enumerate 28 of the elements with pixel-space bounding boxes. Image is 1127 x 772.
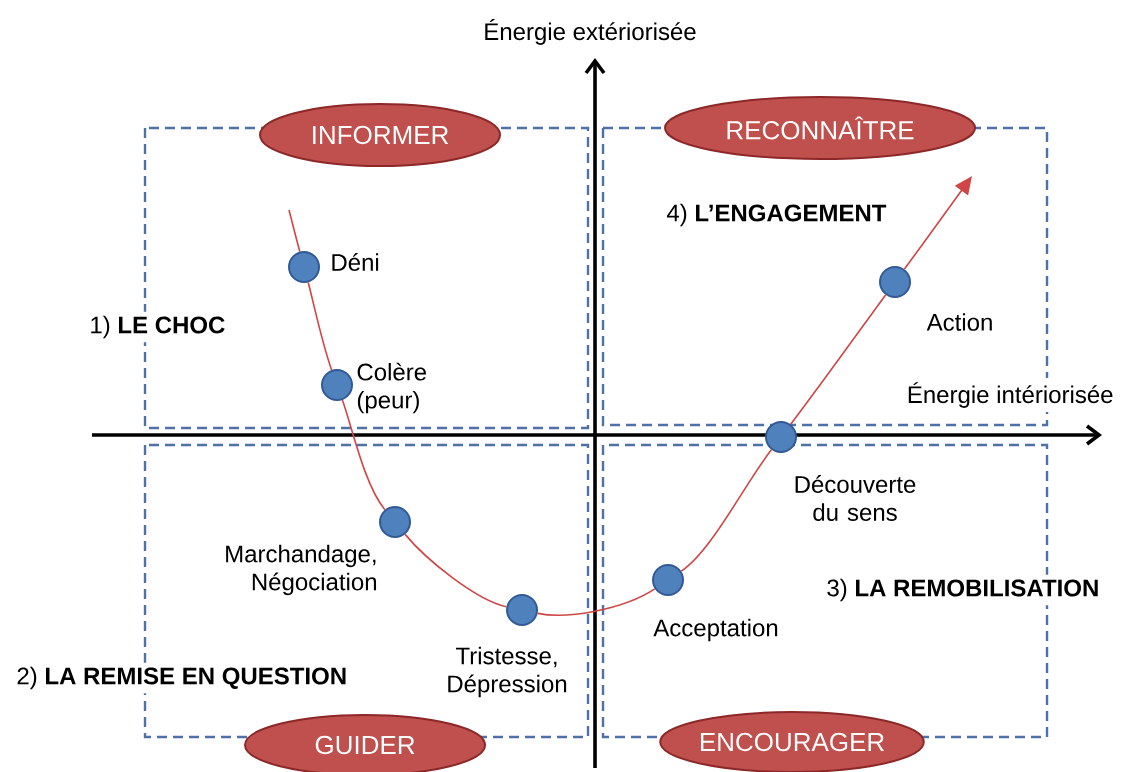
text-label: Énergie extériorisée <box>479 15 701 49</box>
text-label: 4) L’ENGAGEMENT <box>662 199 891 231</box>
stage-dot <box>288 251 320 283</box>
curve-line <box>789 294 887 426</box>
text-label: Énergie intériorisée <box>902 378 1118 412</box>
stage-label: Colère (peur) <box>357 362 426 414</box>
stage-dot <box>879 266 911 298</box>
stage-dot <box>379 506 411 538</box>
stage-label: Tristesse, Dépression <box>448 646 567 698</box>
stage-label: Déni <box>332 253 379 271</box>
text-label: 1) LE CHOC <box>85 311 230 343</box>
curve-line <box>288 209 301 253</box>
stage-dot <box>506 594 538 626</box>
curve-line <box>404 533 508 608</box>
stage-label: Action <box>926 313 992 331</box>
curve-line <box>680 448 773 572</box>
curve-line <box>341 399 386 511</box>
stage-label: Acceptation <box>653 618 778 642</box>
curve-line <box>307 281 333 371</box>
curve-line <box>903 176 972 270</box>
text-label: 2) LA REMISE EN QUESTION <box>12 662 352 694</box>
stage-label: Marchandage, Négociation <box>226 544 377 596</box>
curve-line <box>536 588 656 616</box>
stage-label: Découverte du sens <box>795 475 916 521</box>
stage-dot <box>321 369 353 401</box>
stage-dot <box>765 421 797 453</box>
stage-dot <box>652 564 684 596</box>
text-label: 3) LA REMOBILISATION <box>822 574 1104 606</box>
